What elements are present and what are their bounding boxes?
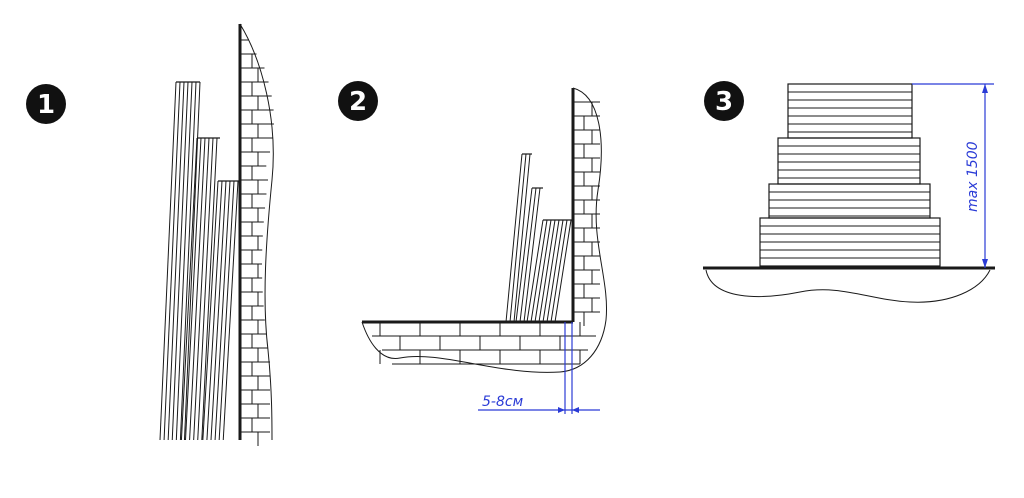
board-line [218,180,235,441]
brick-wall-l-shape [361,87,608,373]
board-tier [777,137,921,185]
board-line [542,219,560,323]
board-line [515,187,533,323]
board-line [505,153,523,323]
board-line [526,219,544,323]
board-line [523,187,541,323]
board-line [210,180,227,441]
board-stack-upright [505,153,572,323]
board-line [183,81,201,441]
scene-1-leaning-boards [159,23,274,446]
board-line [171,81,189,441]
brick-wall [238,23,274,446]
board-line [175,81,193,441]
board-line [509,153,527,323]
board-line [179,81,197,441]
board-line [193,137,210,441]
board-stack-leaning [159,81,240,441]
board-line [222,180,239,441]
board-line [530,219,548,323]
board-line [201,137,218,441]
board-line [189,137,206,441]
wall-break-line [361,87,608,373]
board-line [538,219,556,323]
step-2-number: 2 [349,87,367,117]
board-line [159,81,177,441]
board-line [519,187,537,323]
board-line [214,180,231,441]
scene-3-stacked-boards: max 1500 [703,83,995,303]
board-line [550,219,568,323]
gap-dimension: 5-8см [478,322,600,414]
step-1-badge: 1 [26,84,66,124]
board-stack-horizontal [759,83,941,268]
board-line [185,137,202,441]
gap-label: 5-8см [482,394,524,410]
board-line [513,153,531,323]
board-line [197,137,214,441]
board-line [167,81,185,441]
board-line [202,180,219,441]
board-line [546,219,564,323]
wall-break-line [239,23,274,441]
ground-outline [705,269,991,303]
board-line [163,81,181,441]
board-tier [768,183,931,219]
max-height-dimension: max 1500 [912,83,994,268]
max-height-label: max 1500 [965,141,981,212]
step-2-badge: 2 [338,81,378,121]
board-line [180,137,198,441]
board-line [554,219,572,323]
scene-2-boards-with-gap: 5-8см [361,87,608,414]
board-line [206,180,223,441]
step-1-number: 1 [37,90,55,120]
board-line [534,219,552,323]
step-3-badge: 3 [704,81,744,121]
step-3-number: 3 [715,87,733,117]
